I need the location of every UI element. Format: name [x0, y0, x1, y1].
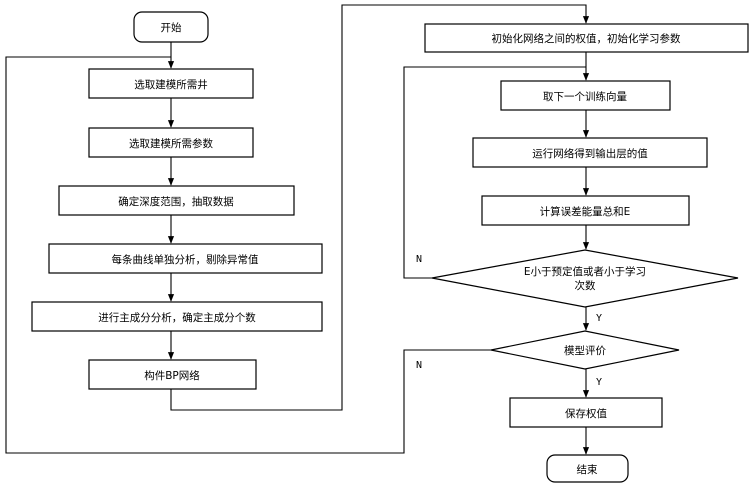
evaluate-yes-label: Y [596, 377, 602, 388]
init-weights-node: 初始化网络之间的权值，初始化学习参数 [424, 23, 749, 53]
save-weights-label: 保存权值 [565, 407, 607, 420]
run-network-label: 运行网络得到输出层的值 [532, 147, 648, 160]
calc-error-node: 计算误差能量总和E [481, 195, 690, 226]
end-node: 结束 [546, 454, 629, 483]
build-bp-label: 构件BP网络 [144, 369, 200, 382]
run-network-node: 运行网络得到输出层的值 [472, 137, 708, 168]
next-vector-label: 取下一个训练向量 [543, 90, 627, 103]
edge-bp-to-init [170, 4, 590, 411]
end-label: 结束 [577, 463, 598, 476]
check-error-label-line2: 次数 [575, 279, 596, 292]
build-bp-node: 构件BP网络 [88, 359, 257, 390]
select-params-label: 选取建模所需参数 [129, 137, 213, 150]
evaluate-label: 模型评价 [564, 344, 606, 357]
start-label: 开始 [161, 21, 182, 34]
curve-analysis-label: 每条曲线单独分析，剔除异常值 [112, 253, 259, 266]
next-vector-node: 取下一个训练向量 [500, 80, 671, 111]
depth-range-node: 确定深度范围，抽取数据 [58, 185, 295, 216]
curve-analysis-node: 每条曲线单独分析，剔除异常值 [48, 243, 323, 274]
init-weights-label: 初始化网络之间的权值，初始化学习参数 [492, 32, 681, 45]
check-error-label-line1: E小于预定值或者小于学习 [524, 265, 646, 278]
select-wells-label: 选取建模所需井 [134, 78, 208, 91]
check-yes-label: Y [596, 313, 602, 324]
start-node: 开始 [133, 11, 209, 43]
depth-range-label: 确定深度范围，抽取数据 [118, 195, 234, 208]
check-no-label: N [416, 254, 422, 265]
calc-error-label: 计算误差能量总和E [540, 205, 631, 218]
pca-label: 进行主成分分析，确定主成分个数 [98, 311, 256, 324]
select-params-node: 选取建模所需参数 [88, 127, 254, 158]
check-error-decision: E小于预定值或者小于学习 次数 [431, 249, 739, 308]
edge-check-no-loop [403, 66, 586, 279]
evaluate-decision: 模型评价 [490, 330, 680, 370]
save-weights-node: 保存权值 [509, 397, 663, 428]
pca-node: 进行主成分分析，确定主成分个数 [31, 301, 323, 332]
select-wells-node: 选取建模所需井 [88, 68, 254, 99]
edge-evaluate-no-loop [5, 56, 491, 454]
evaluate-no-label: N [416, 360, 422, 371]
